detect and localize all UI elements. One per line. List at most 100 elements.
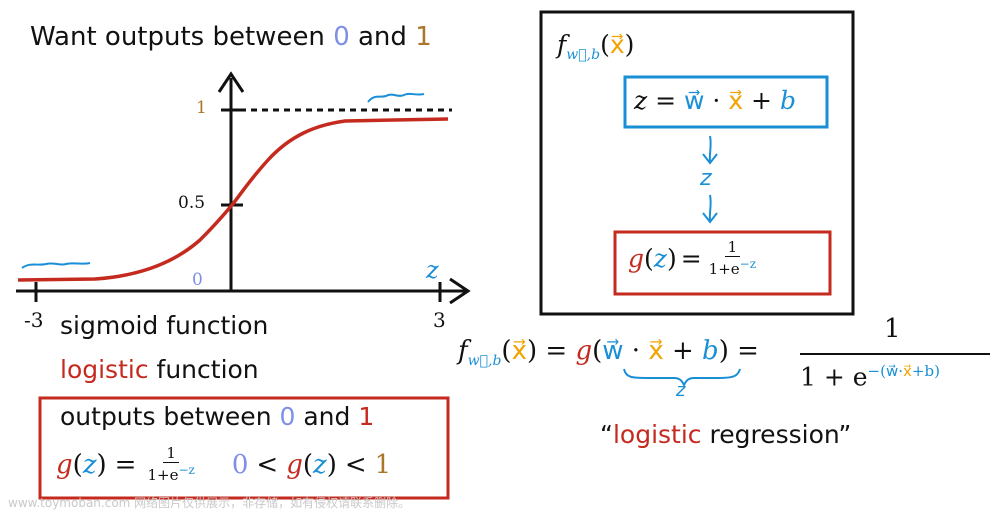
flow-arrow-bottom (702, 194, 718, 224)
left-squiggle (21, 262, 91, 269)
full-plus: + (663, 336, 703, 366)
model-f: f (557, 30, 567, 59)
g-def-g: g (628, 244, 645, 274)
model-x: x⃗ (609, 30, 625, 59)
heading-and: and (349, 22, 416, 52)
full-formula-denominator: 1 + e−(w⃗·x⃗+b) (800, 362, 940, 391)
den-exp: −z (178, 462, 195, 477)
outputs-and: and (295, 402, 359, 431)
full-den-exp-b: +b) (911, 362, 940, 380)
z-def-w: w⃗ (684, 86, 705, 115)
flow-z-label: z (700, 166, 712, 191)
fraction-numerator: 1 (163, 445, 179, 463)
g-def-den-exp: −z (739, 256, 757, 271)
full-den-base: 1 + e (800, 362, 868, 392)
caption-logistic: logistic (612, 420, 702, 449)
full-formula-lhs: fw⃗,b(x⃗) = g(w⃗ · x⃗ + b) = (458, 336, 759, 369)
full-dot: · (623, 336, 649, 366)
g-def-eq: = (680, 244, 702, 274)
full-xv: x⃗ (648, 336, 664, 366)
g-def-paren-close: ) (666, 244, 677, 274)
logistic-word: logistic (60, 355, 149, 384)
tick-label-1: 1 (196, 98, 207, 118)
full-b: b (702, 336, 719, 366)
x-label-max: 3 (433, 308, 446, 332)
g-def-den-base: 1+e (708, 259, 740, 278)
full-eq1: = (537, 336, 576, 366)
full-f: f (458, 336, 468, 366)
right-squiggle (367, 92, 425, 103)
full-formula-numerator: 1 (884, 314, 901, 344)
model-paren-open: ( (600, 30, 610, 59)
g-def-paren-open: ( (644, 244, 654, 274)
less-than-1: < (256, 449, 279, 480)
g-def-denominator: 1+e−z (706, 257, 759, 278)
equals-sign: = (114, 449, 137, 480)
range-paren-close: ) (326, 449, 337, 480)
full-paren2-open: ( (592, 336, 603, 366)
outputs-prefix: outputs between (60, 402, 280, 431)
heading: Want outputs between 0 and 1 (30, 22, 432, 52)
g-def-fraction: 1 1+e−z (706, 239, 759, 278)
model-f-subscript: w⃗,b (566, 47, 601, 63)
z-symbol: z (82, 449, 97, 480)
tick-label-05: 0.5 (178, 193, 206, 213)
full-x: x⃗ (511, 336, 527, 366)
flow-arrow-top (702, 135, 718, 165)
watermark: www.toymoban.com 网络图片仅供展示，非存储，如有侵权请联系删除。 (8, 496, 411, 510)
range-zero: 0 (231, 449, 249, 480)
full-g: g (575, 336, 593, 366)
model-paren-close: ) (624, 30, 635, 59)
full-den-exp: −(w⃗·x⃗+b) (868, 362, 940, 380)
outputs-box-line1: outputs between 0 and 1 (60, 402, 374, 431)
z-def-b: b (779, 86, 796, 115)
full-w: w⃗ (602, 336, 624, 366)
model-f-label: fw⃗,b(x⃗) (557, 30, 634, 63)
underbrace (623, 368, 741, 388)
range-one: 1 (374, 449, 392, 480)
full-paren1-close: ) (526, 336, 538, 366)
x-axis-arrowhead (449, 277, 471, 305)
paren-close: ) (96, 449, 107, 480)
outputs-one: 1 (358, 402, 375, 431)
x-label-min: -3 (24, 308, 44, 332)
underbrace-z-label: z (676, 380, 686, 401)
g-symbol: g (56, 449, 73, 480)
sigmoid-curve (17, 117, 449, 282)
full-f-subscript: w⃗,b (467, 353, 502, 370)
outputs-zero: 0 (279, 402, 296, 431)
z-definition: z = w⃗ · x⃗ + b (634, 86, 796, 115)
heading-one: 1 (415, 22, 432, 52)
logistic-regression-caption: “logistic regression” (600, 420, 851, 449)
z-def-plus: + (743, 86, 780, 115)
outputs-box-formula: g(z) = 1 1+e−z 0 < g(z) < 1 (56, 445, 392, 484)
z-def-dot: · (704, 86, 729, 115)
sigmoid-fraction: 1 1+e−z (144, 445, 197, 484)
less-than-2: < (344, 449, 367, 480)
fraction-denominator: 1+e−z (144, 463, 197, 484)
tick-label-0: 0 (192, 270, 203, 290)
sigmoid-function-label: sigmoid function (60, 311, 269, 340)
full-eq2: = (728, 336, 759, 366)
y-axis-arrowhead (217, 71, 245, 93)
den-base: 1+e (147, 465, 179, 484)
model-outer-box (539, 10, 855, 316)
axis-variable-z: z (426, 256, 439, 284)
range-g: g (286, 449, 303, 480)
z-def-lhs: z = (634, 86, 685, 115)
g-definition: g(z) = 1 1+e−z (628, 239, 759, 278)
heading-prefix: Want outputs between (30, 22, 334, 52)
range-z: z (313, 449, 327, 480)
g-definition-box (613, 230, 832, 296)
range-paren-open: ( (302, 449, 314, 480)
paren-open: ( (72, 449, 83, 480)
full-paren1-open: ( (501, 336, 512, 366)
function-word: function (148, 355, 259, 384)
caption-rest: regression” (701, 420, 852, 449)
g-def-z: z (653, 244, 667, 274)
z-def-x: x⃗ (728, 86, 744, 115)
outputs-box (38, 396, 450, 500)
caption-open-quote: “ (600, 420, 613, 449)
full-den-exp-w: −(w⃗· (867, 362, 904, 380)
